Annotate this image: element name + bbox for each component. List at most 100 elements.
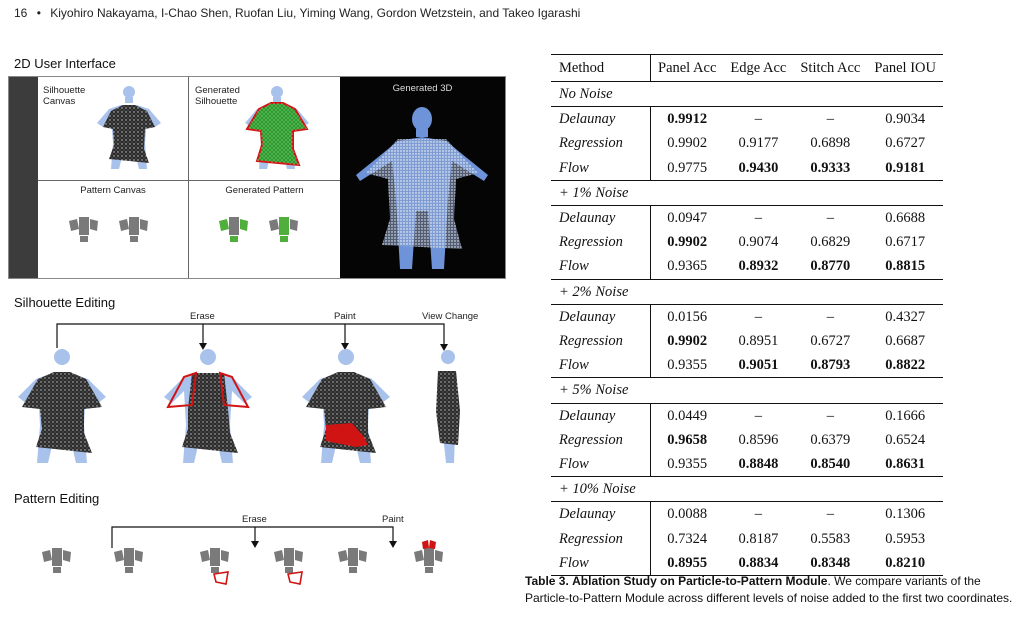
table-value-cell: 0.6727 [885, 135, 926, 152]
table-header-cell: Stitch Acc [793, 54, 868, 82]
silhouette-editing-arrows [56, 323, 448, 548]
ablation-table: Method Panel Acc Edge Acc Stitch Acc Pan… [551, 54, 943, 577]
table-value-cell: 0.8348 [793, 550, 868, 577]
table-method-cell: Flow [551, 353, 651, 378]
silhouette-op-paint: Paint [334, 311, 356, 322]
table-value-cell: 0.8932 [738, 258, 779, 275]
generated-3d-label: Generated 3D [392, 83, 453, 94]
ui-divider [38, 180, 340, 181]
table-value-cell: – [754, 407, 762, 424]
table-value-cell: 0.9355 [667, 357, 708, 374]
pattern-op-erase: Erase [242, 514, 267, 525]
table-caption: Table 3. Ablation Study on Particle-to-P… [525, 573, 1025, 607]
table-method-cell: Flow [551, 254, 651, 280]
table-value-cell: 0.8955 [650, 550, 724, 577]
table-value-cell: 0.9074 [738, 234, 779, 251]
table-value-cell: 0.6717 [885, 234, 926, 251]
edit-figure-side-view [436, 350, 460, 463]
table-value-cell: 0.0449 [667, 407, 708, 424]
running-header: 16 • Kiyohiro Nakayama, I-Chao Shen, Ruo… [14, 6, 580, 20]
table-value-cell: 0.6727 [810, 333, 851, 350]
silhouette-editing-title: Silhouette Editing [14, 295, 116, 310]
ui-divider [188, 77, 189, 278]
table-value-cell: 0.8596 [738, 431, 779, 448]
generated-silhouette-figure [245, 86, 309, 169]
pattern-op-paint: Paint [382, 514, 404, 525]
caption-title: Ablation Study on Particle-to-Pattern Mo… [572, 574, 828, 588]
table-value-cell: 0.8951 [738, 333, 779, 350]
table-group-label: + 10% Noise [551, 476, 943, 503]
table-group-label: No Noise [551, 81, 943, 108]
table-value-cell: – [754, 506, 762, 523]
table-value-cell: 0.9177 [738, 135, 779, 152]
caption-label: Table 3. [525, 574, 569, 588]
table-value-cell: 0.0088 [667, 506, 708, 523]
table-value-cell: 0.8822 [885, 357, 926, 374]
table-value-cell: 0.6898 [810, 135, 851, 152]
edit-figure-original [18, 349, 106, 463]
table-value-cell: 0.6524 [885, 431, 926, 448]
table-value-cell: 0.9355 [667, 456, 708, 473]
generated-3d-panel: Generated 3D [340, 77, 505, 278]
table-row: Regression 0.9902 0.9177 0.6898 0.6727 [551, 131, 943, 156]
pattern-pieces [69, 217, 148, 242]
pattern-editing-row [42, 540, 443, 585]
table-value-cell: – [754, 210, 762, 227]
table-value-cell: – [826, 407, 834, 424]
table-value-cell: 0.9912 [667, 111, 708, 128]
table-header-cell: Edge Acc [723, 54, 794, 82]
generated-pattern-label: Generated Pattern [225, 185, 304, 196]
table-value-cell: 0.4327 [885, 308, 926, 325]
table-value-cell: – [826, 111, 834, 128]
table-value-cell: 0.9365 [667, 258, 708, 275]
table-value-cell: 0.9902 [667, 234, 708, 251]
edit-figure-erase [164, 349, 252, 463]
table-header-cell: Panel IOU [867, 54, 943, 82]
table-value-cell: 0.9034 [885, 111, 926, 128]
table-value-cell: 0.9430 [738, 159, 779, 176]
table-value-cell: 0.8834 [723, 550, 794, 577]
table-method-cell: Regression [551, 131, 651, 156]
table-method-cell: Regression [551, 526, 651, 551]
table-value-cell: 0.8210 [867, 550, 943, 577]
table-value-cell: 0.6379 [810, 431, 851, 448]
caption-text: . We compare variants of the Particle-to… [525, 574, 1013, 605]
table-method-cell: Delaunay [551, 403, 651, 428]
edit-figure-paint [302, 349, 390, 463]
table-method-cell: Flow [551, 452, 651, 477]
table-value-cell: 0.1306 [885, 506, 926, 523]
table-value-cell: 0.8815 [885, 258, 926, 275]
table-value-cell: – [826, 308, 834, 325]
ui-sidebar [9, 77, 38, 278]
header-authors: Kiyohiro Nakayama, I-Chao Shen, Ruofan L… [50, 6, 581, 20]
table-method-cell: Regression [551, 329, 651, 354]
table-value-cell: 0.8631 [885, 456, 926, 473]
ui-section-title: 2D User Interface [14, 56, 116, 71]
table-value-cell: 0.0156 [667, 308, 708, 325]
table-method-cell: Regression [551, 230, 651, 255]
table-value-cell: 0.9775 [667, 159, 708, 176]
table-value-cell: 0.9902 [667, 333, 708, 350]
table-value-cell: 0.6688 [885, 210, 926, 227]
table-value-cell: – [754, 308, 762, 325]
table-value-cell: 0.9051 [738, 357, 779, 374]
table-method-cell: Delaunay [551, 106, 651, 132]
table-value-cell: 0.9902 [667, 135, 708, 152]
table-header-cell: Method [551, 54, 651, 82]
table-value-cell: – [754, 111, 762, 128]
silhouette-figure [97, 86, 161, 169]
silhouette-op-erase: Erase [190, 311, 215, 322]
ui-mockup: Silhouette Canvas Generated Silhouette P… [8, 76, 506, 279]
table-method-cell: Flow [551, 550, 651, 577]
table-value-cell: 0.5953 [885, 530, 926, 547]
